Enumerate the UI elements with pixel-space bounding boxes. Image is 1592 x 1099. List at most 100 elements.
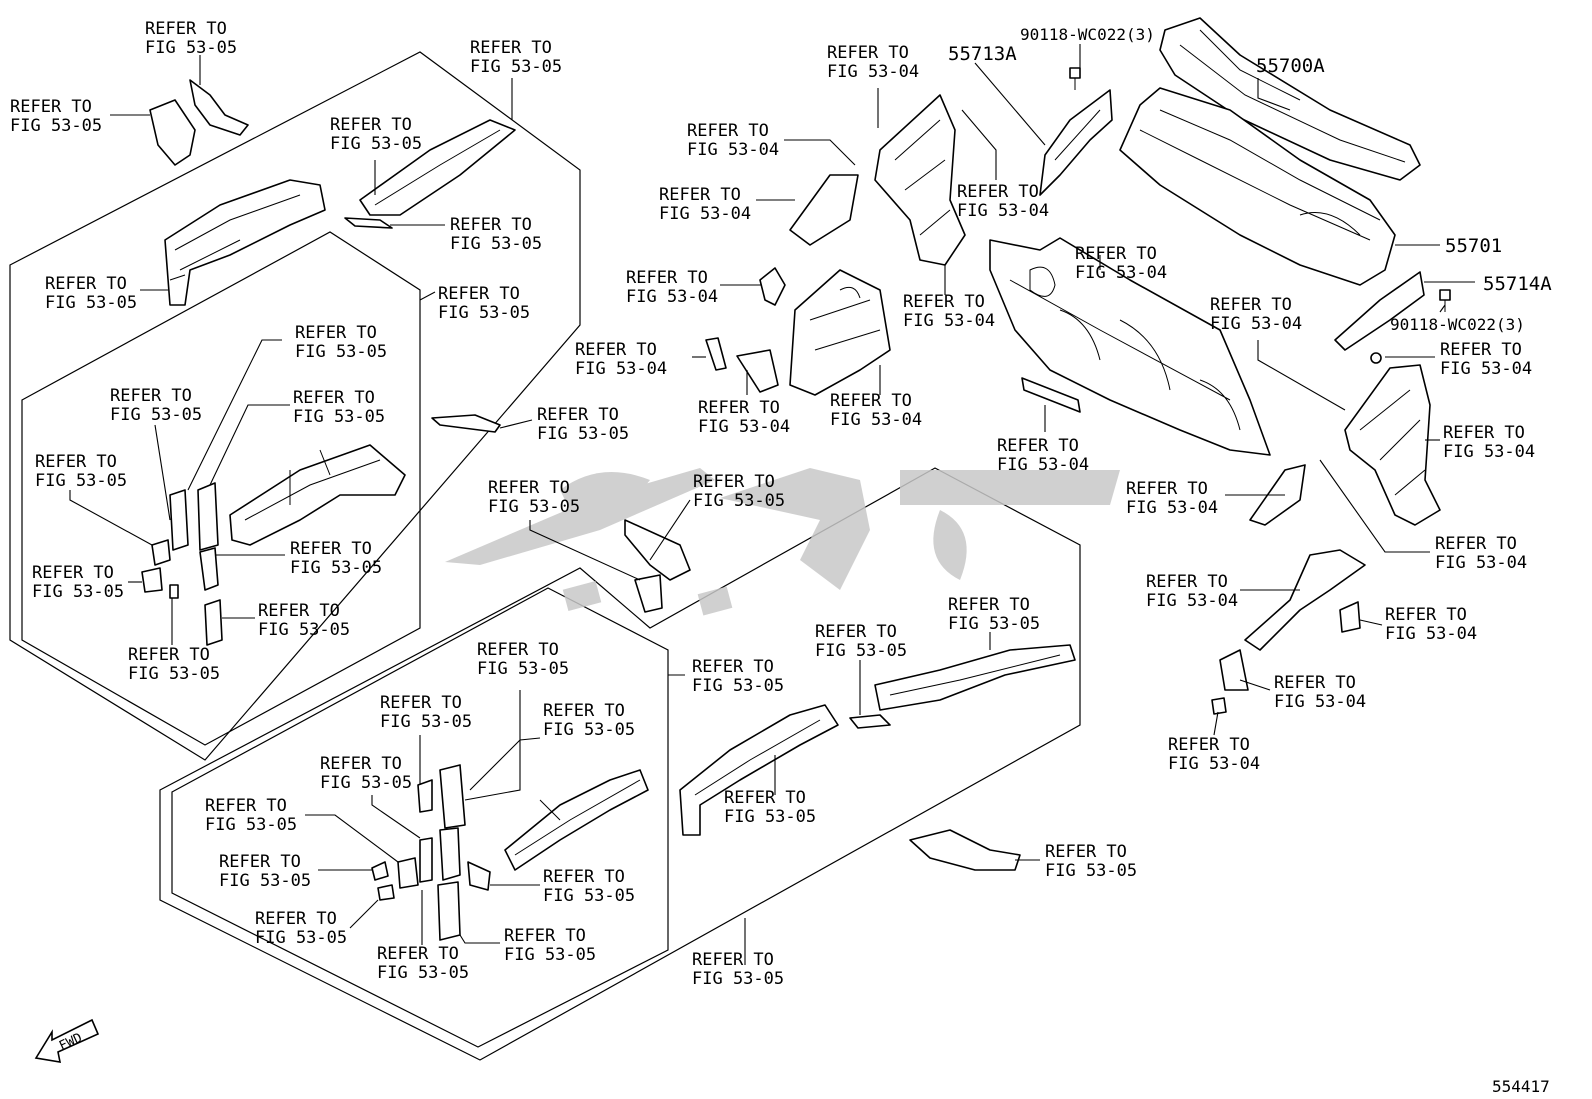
lc-floor-bracket[interactable] <box>909 829 1021 871</box>
leader-lines <box>69 44 1475 965</box>
front-apron-upper[interactable] <box>874 94 966 266</box>
lci-bracket-4[interactable] <box>437 881 461 941</box>
svg-text:FIG 53-05: FIG 53-05 <box>295 342 387 362</box>
svg-text:REFER TO: REFER TO <box>537 405 619 425</box>
sill-rocker[interactable] <box>874 644 1076 711</box>
rh-bracket-small[interactable] <box>1219 649 1249 691</box>
svg-text:FIG 53-05: FIG 53-05 <box>110 405 202 425</box>
mid-small-bar[interactable] <box>431 414 501 433</box>
reinforcement-bar[interactable] <box>1021 377 1081 413</box>
lci-bracket-5[interactable] <box>467 861 491 891</box>
rh-bracket-mount[interactable] <box>1339 601 1361 633</box>
svg-text:FIG 53-05: FIG 53-05 <box>35 471 127 491</box>
apron-gusset-lower[interactable] <box>736 349 779 393</box>
ul-small-plate[interactable] <box>344 217 393 229</box>
cowl-top-panel-55700a[interactable] <box>1159 17 1421 181</box>
front-apron-rh-detail <box>1359 389 1426 496</box>
lci-bracket-1[interactable] <box>439 764 466 829</box>
svg-text:FIG 53-04: FIG 53-04 <box>1385 624 1477 644</box>
svg-text:REFER TO: REFER TO <box>1075 244 1157 264</box>
svg-text:REFER TO: REFER TO <box>477 640 559 660</box>
svg-text:FIG 53-05: FIG 53-05 <box>377 963 469 983</box>
lci-pad[interactable] <box>377 884 395 901</box>
sill-plate[interactable] <box>849 714 891 729</box>
inner-bracket-2[interactable] <box>197 482 219 551</box>
lci-bracket-7[interactable] <box>419 837 433 883</box>
mid-rail[interactable] <box>624 519 691 581</box>
svg-text:REFER TO: REFER TO <box>205 796 287 816</box>
cowl-side-55714a[interactable] <box>1334 271 1425 351</box>
svg-text:REFER TO: REFER TO <box>1126 479 1208 499</box>
svg-text:FIG 53-04: FIG 53-04 <box>575 359 667 379</box>
svg-text:REFER TO: REFER TO <box>1435 534 1517 554</box>
svg-text:REFER TO: REFER TO <box>255 909 337 929</box>
ul-bracket-b[interactable] <box>189 79 249 136</box>
apron-small-tab[interactable] <box>705 337 727 371</box>
front-apron-rh[interactable] <box>1344 364 1441 526</box>
ul-bracket-a[interactable] <box>149 99 196 166</box>
inner-bracket-5[interactable] <box>151 539 171 566</box>
svg-text:REFER TO: REFER TO <box>320 754 402 774</box>
inner-bracket-3[interactable] <box>199 547 219 591</box>
lci-clip[interactable] <box>371 861 389 881</box>
mid-bracket[interactable] <box>634 574 663 613</box>
inner-side-member[interactable] <box>229 444 406 546</box>
frame-lower-center-outer <box>159 467 1081 1061</box>
lci-bracket-2[interactable] <box>417 779 433 813</box>
apron-small-bracket[interactable] <box>759 267 786 306</box>
svg-text:FIG 53-04: FIG 53-04 <box>1075 263 1167 283</box>
cowl-side-55713a[interactable] <box>1039 89 1113 196</box>
svg-text:FIG 53-05: FIG 53-05 <box>438 303 530 323</box>
svg-text:FIG 53-05: FIG 53-05 <box>45 293 137 313</box>
front-apron-center[interactable] <box>789 269 891 396</box>
lc-side-member[interactable] <box>679 704 839 836</box>
lci-bracket-6[interactable] <box>397 857 419 889</box>
svg-text:FIG 53-05: FIG 53-05 <box>470 57 562 77</box>
rh-bracket-tiny[interactable] <box>1211 697 1227 715</box>
svg-text:REFER TO: REFER TO <box>1443 423 1525 443</box>
cowl-side-detail <box>1054 109 1101 161</box>
svg-text:REFER TO: REFER TO <box>470 38 552 58</box>
ul-side-member[interactable] <box>164 179 326 306</box>
svg-text:FIG 53-04: FIG 53-04 <box>698 417 790 437</box>
inner-bracket-1[interactable] <box>169 489 189 551</box>
apron-gusset-upper[interactable] <box>789 174 859 246</box>
svg-text:FIG 53-05: FIG 53-05 <box>543 720 635 740</box>
cowl-panel-55701[interactable] <box>1119 87 1396 286</box>
svg-text:FIG 53-05: FIG 53-05 <box>488 497 580 517</box>
inner-bracket-4[interactable] <box>204 599 223 646</box>
svg-text:REFER TO: REFER TO <box>145 19 227 39</box>
svg-text:FIG 53-04: FIG 53-04 <box>827 62 919 82</box>
inner-bolt[interactable] <box>169 584 179 599</box>
inner-bracket-6[interactable] <box>141 567 163 593</box>
wheel-apron-rh-lower[interactable] <box>1244 549 1366 651</box>
lci-bracket-3[interactable] <box>439 827 461 881</box>
part-number-55701: 55701 <box>1445 235 1502 257</box>
svg-text:FIG 53-04: FIG 53-04 <box>1274 692 1366 712</box>
svg-text:FIG 53-04: FIG 53-04 <box>1440 359 1532 379</box>
lci-side-member[interactable] <box>504 769 649 871</box>
